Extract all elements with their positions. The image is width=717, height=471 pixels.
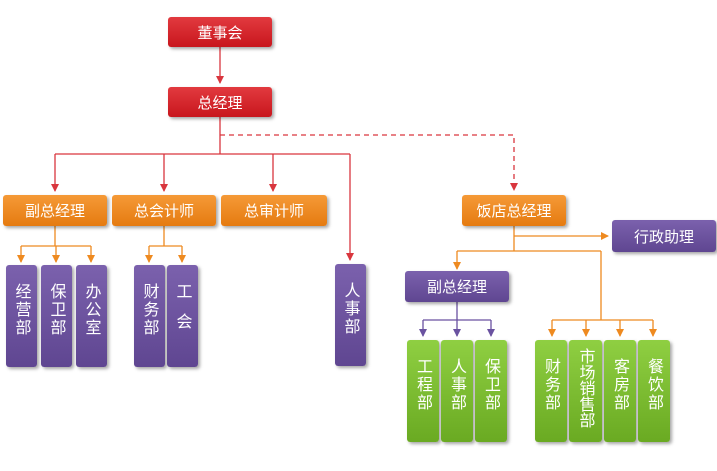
- dept-office: 办公室: [76, 265, 107, 367]
- dept-marketing-label: 市场销售部: [576, 348, 596, 428]
- dept-marketing: 市场销售部: [569, 340, 602, 442]
- dept-hr-label: 人事部: [341, 282, 361, 336]
- dept-security: 保卫部: [41, 265, 72, 367]
- dept-hotel-hr-label: 人事部: [448, 358, 467, 412]
- dept-engineering-label: 工程部: [414, 358, 433, 412]
- dept-catering: 餐饮部: [638, 340, 670, 442]
- dept-hotel-security: 保卫部: [475, 340, 507, 442]
- dept-security-label: 保卫部: [47, 283, 67, 337]
- dept-finance: 财务部: [134, 265, 165, 367]
- dept-operations: 经营部: [6, 265, 37, 367]
- dept-hotel-finance: 财务部: [535, 340, 567, 442]
- deputy-gm-node: 副总经理: [3, 195, 107, 226]
- dept-office-label: 办公室: [82, 283, 102, 337]
- admin-assistant-node: 行政助理: [612, 220, 716, 252]
- hotel-gm-node: 饭店总经理: [462, 195, 566, 226]
- connector-gm-to-hotel-dashed: [220, 134, 518, 191]
- dept-union: 工会: [167, 265, 198, 367]
- dept-engineering: 工程部: [407, 340, 439, 442]
- general-manager-node: 总经理: [168, 87, 272, 117]
- dept-hotel-security-label: 保卫部: [482, 358, 501, 412]
- dept-operations-label: 经营部: [12, 283, 32, 337]
- board-node: 董事会: [168, 17, 272, 47]
- chief-accountant-node: 总会计师: [112, 195, 216, 226]
- hotel-deputy-gm-node: 副总经理: [405, 271, 509, 302]
- dept-rooms-label: 客房部: [611, 358, 630, 412]
- dept-finance-label: 财务部: [140, 283, 160, 337]
- dept-hotel-finance-label: 财务部: [542, 358, 561, 412]
- dept-hotel-hr: 人事部: [441, 340, 473, 442]
- dept-hr: 人事部: [335, 264, 366, 366]
- dept-union-label: 工会: [173, 283, 193, 343]
- dept-catering-label: 餐饮部: [645, 358, 664, 412]
- chief-auditor-node: 总审计师: [221, 195, 327, 226]
- dept-rooms: 客房部: [604, 340, 636, 442]
